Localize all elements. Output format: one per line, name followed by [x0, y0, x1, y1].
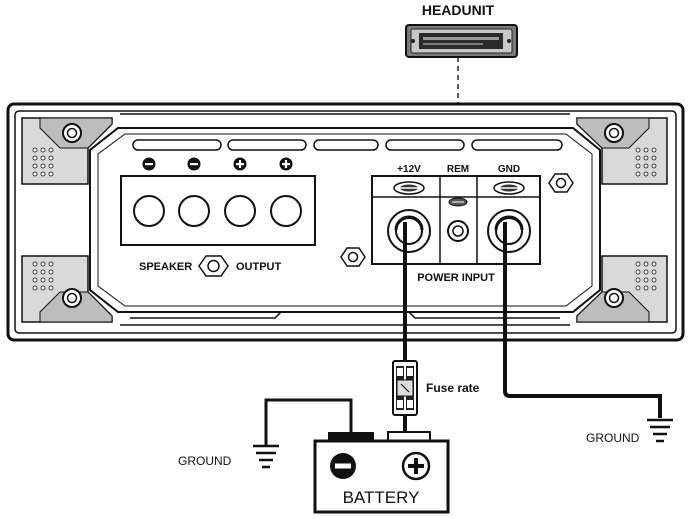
plus12v-set-screw-icon [393, 181, 425, 195]
ground-label-left: GROUND [178, 454, 232, 468]
speaker-negative-icon [187, 157, 201, 171]
headunit-device-icon [405, 24, 518, 58]
speaker-terminal[interactable] [133, 195, 165, 227]
speaker-output-nut-icon [198, 255, 229, 277]
gnd-label: GND [498, 164, 520, 175]
battery-body [313, 439, 450, 514]
battery-label: BATTERY [343, 488, 420, 507]
panel-nut-icon [548, 173, 574, 193]
panel-nut-icon [340, 247, 366, 267]
headunit-label: HEADUNIT [422, 2, 495, 18]
gnd-set-screw-icon [493, 181, 525, 195]
speaker-negative-icon [142, 157, 156, 171]
vent-slots [132, 139, 563, 151]
output-label: OUTPUT [236, 261, 282, 273]
speaker-terminal[interactable] [178, 195, 210, 227]
ground-right: GROUND [586, 418, 673, 445]
speaker-terminal[interactable] [270, 195, 302, 227]
ground-label-right: GROUND [586, 431, 640, 445]
amplifier: SPEAKER OUTPUT +12V REM GND [6, 102, 685, 342]
ground-wire-left [264, 398, 353, 446]
plus12v-terminal[interactable] [387, 209, 431, 253]
speaker-positive-icon [233, 157, 247, 171]
rem-set-screw-icon [448, 197, 468, 207]
plus12v-label: +12V [397, 164, 421, 175]
corner-plate-top-left [21, 117, 113, 185]
battery: BATTERY [313, 431, 450, 514]
corner-plate-top-right [576, 117, 668, 185]
rem-terminal[interactable] [447, 220, 469, 242]
ground-left: GROUND [178, 444, 279, 469]
power-input-label: POWER INPUT [417, 272, 495, 284]
speaker-output-section: SPEAKER OUTPUT [120, 157, 316, 277]
ground-symbol-icon [647, 418, 673, 443]
headunit: HEADUNIT [405, 2, 518, 58]
corner-plate-bottom-left [21, 255, 113, 323]
battery-positive-icon [401, 451, 431, 481]
ground-wire-right [503, 222, 662, 418]
fuse-holder [392, 360, 418, 416]
fuse-label: Fuse rate [426, 381, 480, 395]
rem-label: REM [447, 164, 469, 175]
corner-plate-bottom-right [576, 255, 668, 323]
speaker-label: SPEAKER [139, 261, 192, 273]
power-input-section: +12V REM GND [371, 164, 541, 284]
speaker-terminal[interactable] [224, 195, 256, 227]
battery-negative-post [328, 432, 374, 442]
ground-symbol-icon [253, 444, 279, 469]
speaker-positive-icon [279, 157, 293, 171]
battery-negative-icon [330, 453, 356, 479]
gnd-terminal[interactable] [487, 209, 531, 253]
